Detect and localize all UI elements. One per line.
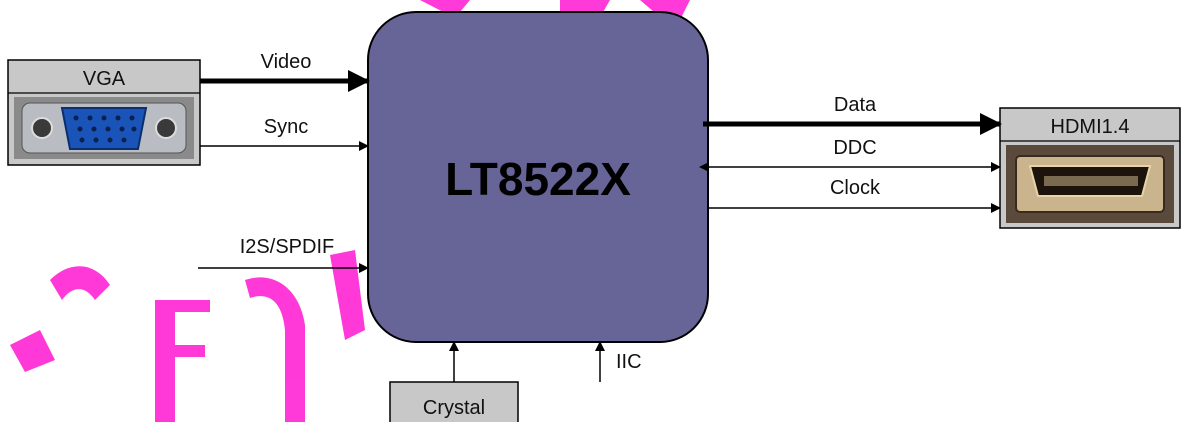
sync-label: Sync xyxy=(264,116,308,138)
iic-label: IIC xyxy=(616,351,642,373)
vga-block: VGA xyxy=(7,59,201,166)
chip-block xyxy=(367,11,709,343)
crystal-block: Crystal xyxy=(389,381,519,422)
video-label: Video xyxy=(261,51,312,73)
vga-label: VGA xyxy=(83,68,126,90)
hdmi-block: HDMI1.4 xyxy=(999,107,1181,229)
data-label: Data xyxy=(834,94,877,116)
i2s-label: I2S/SPDIF xyxy=(240,236,334,258)
chip-label: LT8522X xyxy=(445,153,631,205)
vga-port-icon xyxy=(14,97,194,159)
hdmi-label: HDMI1.4 xyxy=(1051,116,1130,138)
crystal-label: Crystal xyxy=(423,397,485,419)
clock-label: Clock xyxy=(830,177,881,199)
hdmi-port-icon xyxy=(1006,145,1174,223)
ddc-label: DDC xyxy=(833,137,876,159)
